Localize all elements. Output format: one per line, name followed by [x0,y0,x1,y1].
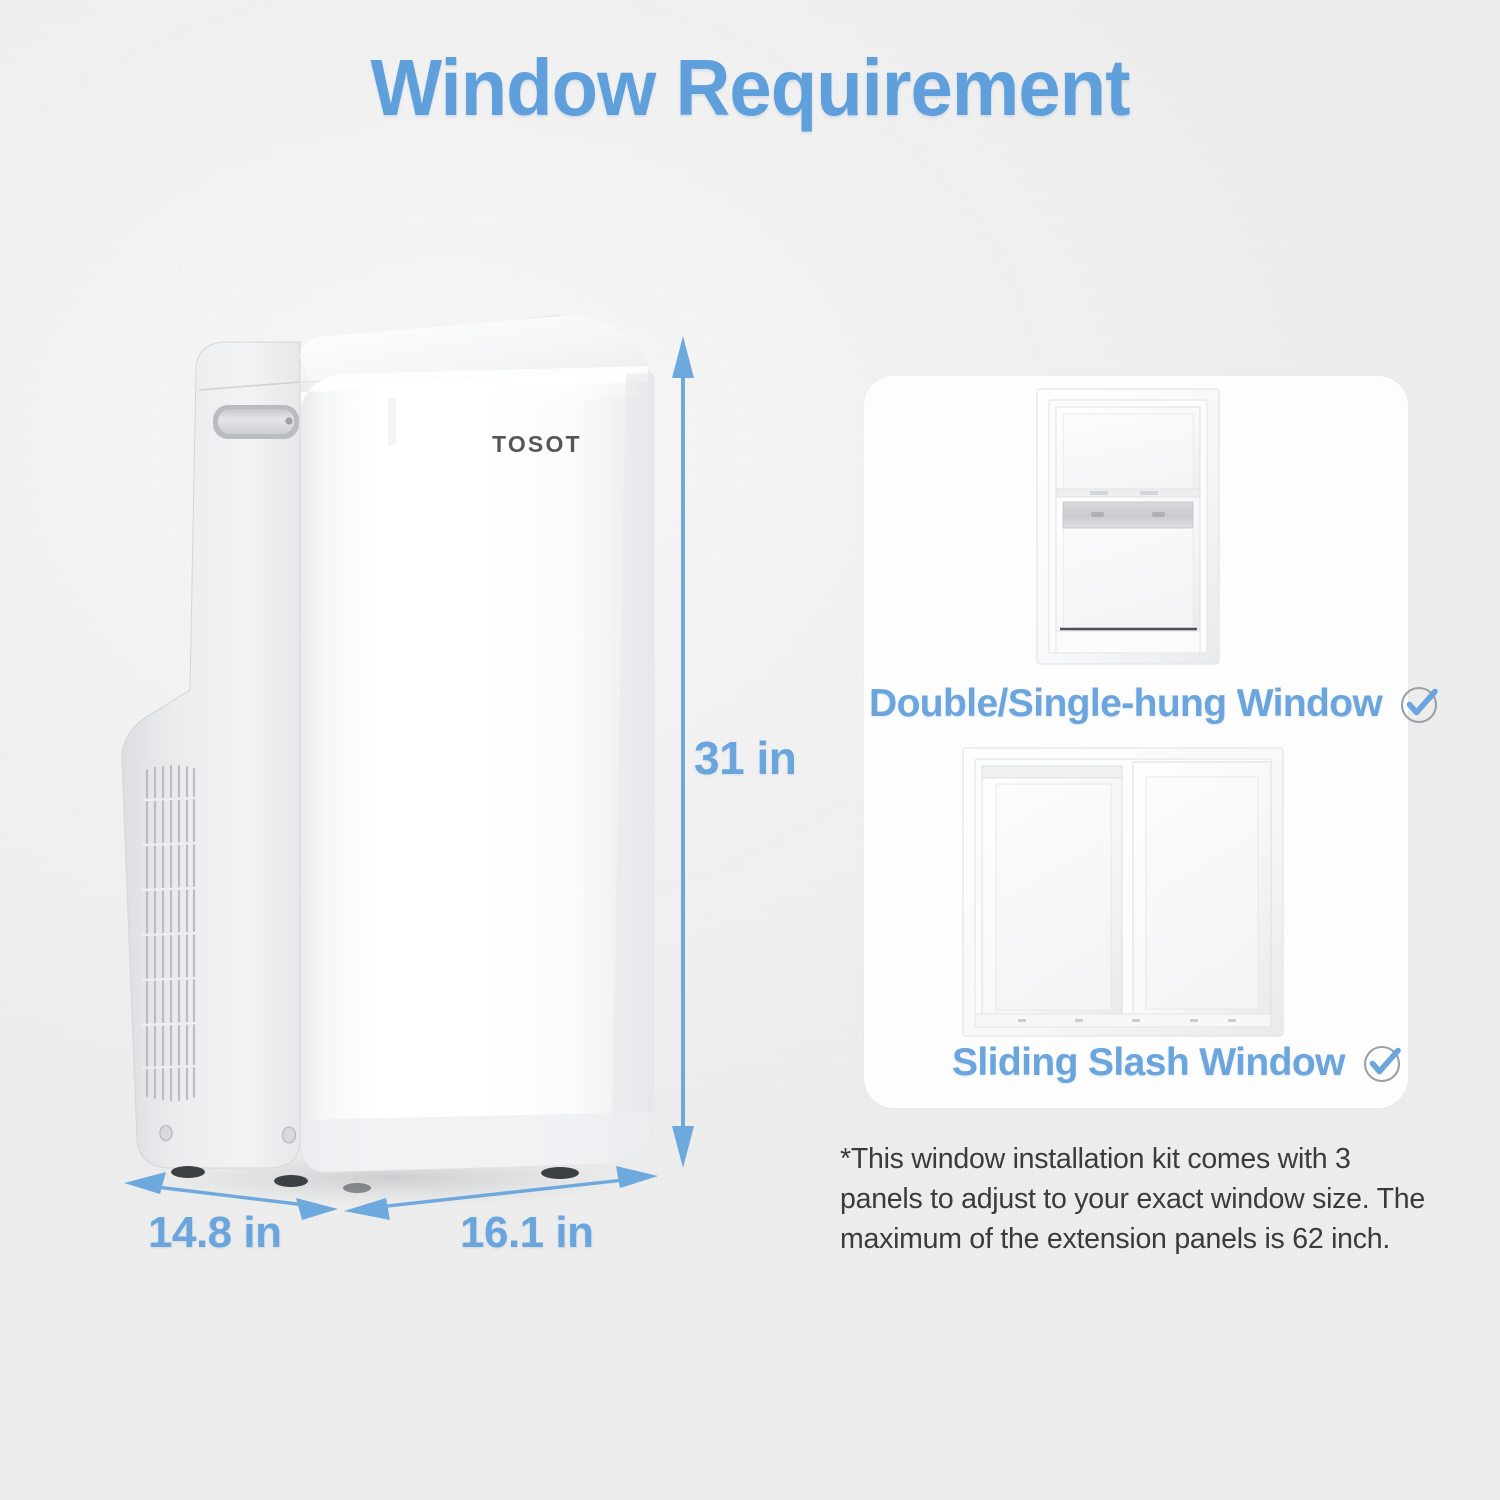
side-screw [159,1124,173,1142]
product-front-top-bevel [300,366,648,420]
height-dimension-label: 31 in [694,732,797,784]
height-dimension-line [672,336,694,1168]
check-circle-icon [1363,1045,1401,1083]
double-hung-window-label-text: Double/Single-hung Window [869,682,1383,725]
product-shadow [125,1148,655,1208]
intake-grille [140,763,199,1103]
window-options-card [864,376,1408,1108]
depth-dimension-label: 14.8 in [148,1208,282,1257]
recessed-handle [213,405,299,439]
page-title: Window Requirement [370,43,1130,132]
front-gloss-highlight [352,374,640,428]
product-front-face [299,371,655,1173]
product-side-panel [121,341,301,1169]
product-bottom-shade [301,1112,654,1173]
sliding-window-label-text: Sliding Slash Window [952,1041,1345,1084]
width-dimension-label: 16.1 in [460,1208,594,1257]
front-screw [281,1126,297,1144]
footnote-text: *This window installation kit comes with… [840,1143,1425,1255]
check-circle-icon [1401,686,1439,724]
brand-logo: TOSOT [492,431,582,457]
side-panel-seam [198,381,301,391]
double-hung-window-label: Double/Single-hung Window [869,681,1442,727]
caster-feet [171,1166,579,1193]
front-gloss-streak [372,402,382,454]
product-top-surface [300,315,648,420]
front-right-shade [612,373,654,1163]
front-gloss-streak-2 [388,398,396,446]
sliding-window-label: Sliding Slash Window [952,1040,1405,1086]
top-louver-vent [339,314,613,405]
